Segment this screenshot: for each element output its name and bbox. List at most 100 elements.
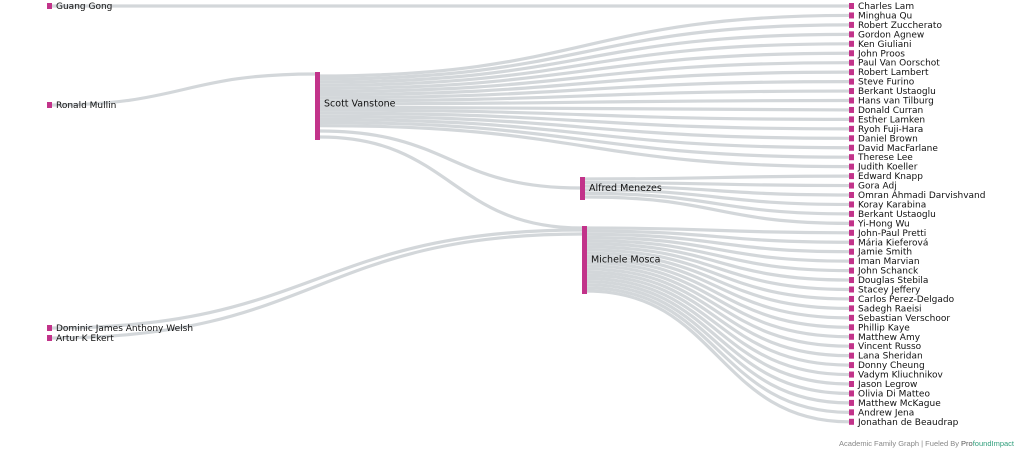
node-sebastian-verschoor-33[interactable]	[849, 314, 854, 321]
node-ronald-mullin[interactable]	[47, 102, 52, 108]
label-vadym-kliuchnikov[interactable]: Vadym Kliuchnikov	[858, 371, 944, 381]
node-david-macfarlane-15[interactable]	[849, 144, 854, 151]
label-jason-legrow[interactable]: Jason Legrow	[857, 380, 917, 390]
label-john-schanck[interactable]: John Schanck	[857, 267, 919, 277]
label-artur-k-ekert[interactable]: Artur K Ekert	[56, 334, 114, 344]
node-phillip-kaye-34[interactable]	[849, 324, 854, 331]
label-david-macfarlane[interactable]: David MacFarlane	[858, 144, 938, 154]
label-guang-gong[interactable]: Guang Gong	[56, 2, 112, 12]
label-steve-furino[interactable]: Steve Furino	[858, 78, 915, 88]
node-maria-kieferova-25[interactable]	[849, 239, 854, 246]
label-robert-zuccherato[interactable]: Robert Zuccherato	[858, 21, 942, 31]
label-douglas-stebila[interactable]: Douglas Stebila	[858, 276, 928, 286]
label-carlos-perez-delgado[interactable]: Carlos Perez-Delgado	[858, 295, 955, 305]
node-judith-koeller-17[interactable]	[849, 163, 854, 170]
label-koray-karabina[interactable]: Koray Karabina	[858, 200, 926, 210]
label-hans-van-tilburg[interactable]: Hans van Tilburg	[858, 97, 934, 107]
node-john-paul-pretti-24[interactable]	[849, 229, 854, 236]
node-minghua-qu-1[interactable]	[849, 12, 854, 19]
node-steve-furino-8[interactable]	[849, 78, 854, 85]
node-matthew-amy-35[interactable]	[849, 333, 854, 340]
label-ken-giuliani[interactable]: Ken Giuliani	[858, 40, 911, 50]
label-vincent-russo[interactable]: Vincent Russo	[858, 342, 922, 352]
label-stacey-jeffery[interactable]: Stacey Jeffery	[858, 286, 921, 296]
node-gordon-agnew-3[interactable]	[849, 31, 854, 38]
label-andrew-jena[interactable]: Andrew Jena	[858, 408, 914, 418]
node-charles-lam-0[interactable]	[849, 3, 854, 9]
label-donald-curran[interactable]: Donald Curran	[858, 106, 923, 116]
label-daniel-brown[interactable]: Daniel Brown	[858, 134, 918, 144]
node-dominic-james-anthony-welsh[interactable]	[47, 325, 52, 331]
node-berkant-ustaoglu-9[interactable]	[849, 88, 854, 95]
label-maria-kieferova[interactable]: Mária Kieferová	[858, 238, 928, 248]
label-edward-knapp[interactable]: Edward Knapp	[858, 172, 923, 182]
node-gora-adj-19[interactable]	[849, 182, 854, 189]
label-alfred-menezes[interactable]: Alfred Menezes	[589, 183, 662, 194]
brand-pro[interactable]: Pro	[961, 439, 973, 448]
label-sadegh-raeisi[interactable]: Sadegh Raeisi	[858, 304, 922, 314]
node-alfred-menezes[interactable]	[580, 177, 585, 200]
node-omran-ahmadi-darvishvand-20[interactable]	[849, 192, 854, 198]
node-koray-karabina-21[interactable]	[849, 201, 854, 208]
node-stacey-jeffery-30[interactable]	[849, 286, 854, 293]
label-ryoh-fuji-hara[interactable]: Ryoh Fuji-Hara	[858, 125, 923, 135]
label-gordon-agnew[interactable]: Gordon Agnew	[858, 30, 924, 40]
label-scott-vanstone[interactable]: Scott Vanstone	[324, 99, 396, 110]
label-jamie-smith[interactable]: Jamie Smith	[857, 248, 912, 258]
node-michele-mosca[interactable]	[582, 226, 587, 294]
label-olivia-di-matteo[interactable]: Olivia Di Matteo	[858, 389, 930, 399]
node-jonathan-de-beaudrap-44[interactable]	[849, 418, 854, 425]
label-jonathan-de-beaudrap[interactable]: Jonathan de Beaudrap	[857, 418, 959, 428]
label-matthew-amy[interactable]: Matthew Amy	[858, 333, 921, 343]
label-phillip-kaye[interactable]: Phillip Kaye	[858, 323, 910, 333]
node-artur-k-ekert[interactable]	[47, 335, 52, 341]
label-minghua-qu[interactable]: Minghua Qu	[858, 11, 912, 21]
label-matthew-mckague[interactable]: Matthew McKague	[858, 399, 941, 409]
label-berkant-ustaoglu[interactable]: Berkant Ustaoglu	[858, 210, 936, 220]
node-jamie-smith-26[interactable]	[849, 248, 854, 255]
label-judith-koeller[interactable]: Judith Koeller	[857, 163, 918, 173]
node-sadegh-raeisi-32[interactable]	[849, 305, 854, 312]
node-edward-knapp-18[interactable]	[849, 173, 854, 180]
node-lana-sheridan-37[interactable]	[849, 352, 854, 359]
label-charles-lam[interactable]: Charles Lam	[858, 2, 914, 12]
node-iman-marvian-27[interactable]	[849, 258, 854, 265]
node-ryoh-fuji-hara-13[interactable]	[849, 125, 854, 132]
node-matthew-mckague-42[interactable]	[849, 399, 854, 406]
label-michele-mosca[interactable]: Michele Mosca	[591, 255, 660, 266]
node-vadym-kliuchnikov-39[interactable]	[849, 371, 854, 378]
node-guang-gong[interactable]	[47, 3, 52, 9]
node-scott-vanstone[interactable]	[315, 72, 320, 140]
label-lana-sheridan[interactable]: Lana Sheridan	[858, 352, 923, 362]
label-esther-lamken[interactable]: Esther Lamken	[858, 115, 925, 125]
node-hans-van-tilburg-10[interactable]	[849, 97, 854, 104]
brand-foundimpact[interactable]: foundImpact	[972, 439, 1014, 448]
label-john-paul-pretti[interactable]: John-Paul Pretti	[857, 229, 926, 239]
label-donny-cheung[interactable]: Donny Cheung	[858, 361, 925, 371]
node-andrew-jena-43[interactable]	[849, 409, 854, 416]
node-robert-lambert-7[interactable]	[849, 69, 854, 76]
label-therese-lee[interactable]: Therese Lee	[857, 153, 913, 163]
label-ronald-mullin[interactable]: Ronald Mullin	[56, 101, 116, 111]
label-dominic-james-anthony-welsh[interactable]: Dominic James Anthony Welsh	[56, 324, 193, 334]
node-olivia-di-matteo-41[interactable]	[849, 390, 854, 397]
node-donny-cheung-38[interactable]	[849, 362, 854, 369]
node-yi-hong-wu-23[interactable]	[849, 220, 854, 227]
node-john-schanck-28[interactable]	[849, 267, 854, 274]
node-esther-lamken-12[interactable]	[849, 116, 854, 123]
node-vincent-russo-36[interactable]	[849, 343, 854, 350]
node-ken-giuliani-4[interactable]	[849, 40, 854, 47]
label-sebastian-verschoor[interactable]: Sebastian Verschoor	[858, 314, 950, 324]
node-john-proos-5[interactable]	[849, 50, 854, 57]
node-donald-curran-11[interactable]	[849, 106, 854, 113]
node-jason-legrow-40[interactable]	[849, 381, 854, 387]
node-daniel-brown-14[interactable]	[849, 135, 854, 142]
node-therese-lee-16[interactable]	[849, 154, 854, 161]
label-yi-hong-wu[interactable]: Yi-Hong Wu	[857, 219, 910, 229]
label-paul-van-oorschot[interactable]: Paul Van Oorschot	[858, 59, 940, 69]
node-douglas-stebila-29[interactable]	[849, 277, 854, 284]
label-robert-lambert[interactable]: Robert Lambert	[858, 68, 929, 78]
label-iman-marvian[interactable]: Iman Marvian	[858, 257, 920, 267]
node-paul-van-oorschot-6[interactable]	[849, 59, 854, 66]
label-john-proos[interactable]: John Proos	[857, 49, 905, 59]
